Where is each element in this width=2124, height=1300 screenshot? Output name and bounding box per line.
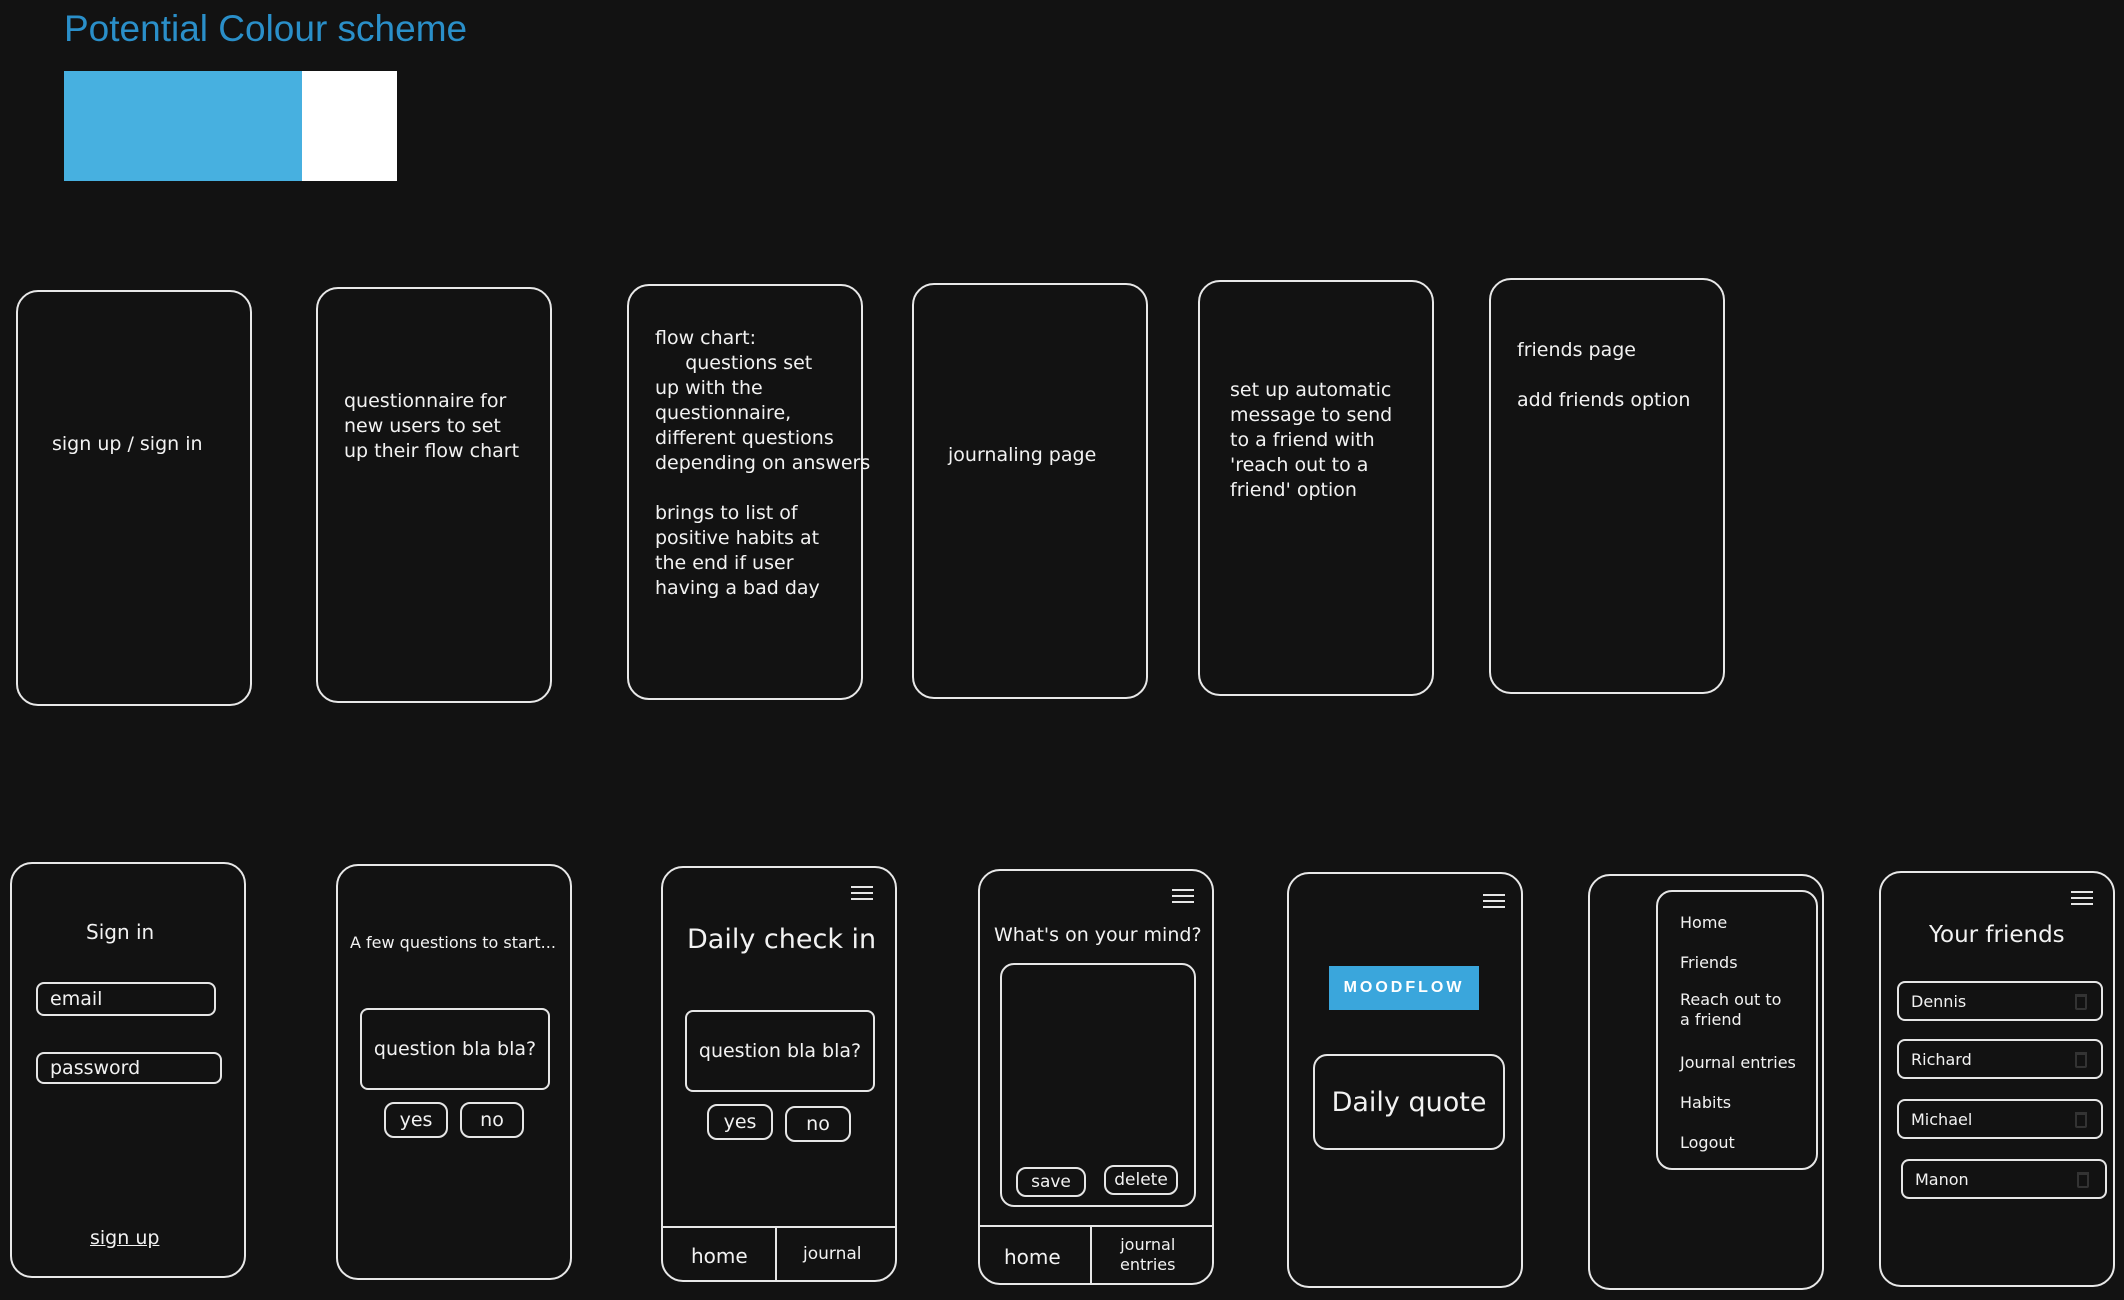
save-button[interactable]: save bbox=[1016, 1167, 1086, 1197]
tabbar-divider bbox=[663, 1226, 895, 1228]
journal-screen: What's on your mind? save delete home jo… bbox=[978, 869, 1214, 1285]
menu-screen: Home Friends Reach out to a friend Journ… bbox=[1588, 874, 1824, 1290]
secondary-color-swatch bbox=[302, 71, 397, 181]
no-button[interactable]: no bbox=[460, 1102, 524, 1138]
email-field[interactable]: email bbox=[36, 982, 216, 1016]
friends-screen: Your friends Dennis Richard Michael Mano… bbox=[1879, 871, 2115, 1287]
menu-item-logout[interactable]: Logout bbox=[1680, 1133, 1735, 1152]
friends-title: Your friends bbox=[1929, 922, 2065, 948]
signin-title: Sign in bbox=[86, 920, 155, 944]
menu-item-reach-out[interactable]: Reach out to a friend bbox=[1680, 990, 1782, 1029]
moodflow-logo: MOODFLOW bbox=[1329, 966, 1479, 1010]
journal-title: What's on your mind? bbox=[994, 924, 1202, 946]
friend-name: Michael bbox=[1911, 1109, 1973, 1129]
note-text: friends page add friends option bbox=[1517, 339, 1691, 411]
no-button[interactable]: no bbox=[785, 1106, 851, 1142]
note-text: questionnaire for new users to set up th… bbox=[344, 390, 520, 462]
tab-journal[interactable]: journal bbox=[803, 1244, 862, 1264]
checkin-title: Daily check in bbox=[687, 924, 877, 955]
menu-icon[interactable] bbox=[1483, 894, 1505, 910]
daily-quote-card: Daily quote bbox=[1313, 1054, 1505, 1150]
flow-note-4: journaling page bbox=[912, 283, 1148, 699]
trash-icon[interactable] bbox=[2077, 1172, 2089, 1188]
delete-button[interactable]: delete bbox=[1104, 1165, 1178, 1195]
flow-note-3: flow chart: questions set up with the qu… bbox=[627, 284, 870, 700]
yes-button[interactable]: yes bbox=[384, 1102, 448, 1138]
tab-divider bbox=[1090, 1225, 1092, 1283]
question-card: question bla bla? bbox=[360, 1008, 550, 1090]
tabbar-divider bbox=[980, 1225, 1212, 1227]
intro-questions-screen: A few questions to start... question bla… bbox=[336, 864, 572, 1280]
friend-row[interactable]: Dennis bbox=[1897, 981, 2103, 1021]
friend-name: Manon bbox=[1915, 1169, 1969, 1189]
question-card: question bla bla? bbox=[685, 1010, 875, 1092]
tab-journal-entries[interactable]: journal entries bbox=[1120, 1235, 1176, 1274]
journal-text-area[interactable] bbox=[1000, 963, 1196, 1207]
password-field[interactable]: password bbox=[36, 1052, 222, 1084]
intro-title: A few questions to start... bbox=[350, 933, 556, 952]
friend-row[interactable]: Michael bbox=[1897, 1099, 2103, 1139]
tab-home[interactable]: home bbox=[691, 1244, 748, 1268]
menu-item-friends[interactable]: Friends bbox=[1680, 953, 1738, 972]
menu-item-habits[interactable]: Habits bbox=[1680, 1093, 1732, 1112]
tab-divider bbox=[775, 1226, 777, 1280]
note-text: set up automatic message to send to a fr… bbox=[1230, 379, 1393, 501]
signup-link[interactable]: sign up bbox=[90, 1227, 160, 1249]
flow-note-6: friends page add friends option bbox=[1489, 278, 1725, 694]
trash-icon[interactable] bbox=[2075, 1052, 2087, 1068]
note-text: sign up / sign in bbox=[52, 433, 203, 455]
friend-name: Dennis bbox=[1911, 991, 1967, 1011]
home-screen: MOODFLOW Daily quote bbox=[1287, 872, 1523, 1288]
friend-row[interactable]: Richard bbox=[1897, 1039, 2103, 1079]
tab-home[interactable]: home bbox=[1004, 1245, 1061, 1269]
nav-menu bbox=[1656, 890, 1818, 1170]
menu-icon[interactable] bbox=[1172, 889, 1194, 905]
menu-icon[interactable] bbox=[2071, 891, 2093, 907]
trash-icon[interactable] bbox=[2075, 994, 2087, 1010]
note-text: journaling page bbox=[948, 444, 1097, 466]
friend-row[interactable]: Manon bbox=[1901, 1159, 2107, 1199]
yes-button[interactable]: yes bbox=[707, 1104, 773, 1140]
menu-icon[interactable] bbox=[851, 886, 873, 902]
menu-item-journal-entries[interactable]: Journal entries bbox=[1680, 1053, 1796, 1072]
trash-icon[interactable] bbox=[2075, 1112, 2087, 1128]
primary-color-swatch bbox=[64, 71, 302, 181]
page-title: Potential Colour scheme bbox=[64, 8, 468, 49]
menu-item-home[interactable]: Home bbox=[1680, 913, 1728, 932]
note-text: flow chart: questions set up with the qu… bbox=[655, 327, 871, 599]
friend-name: Richard bbox=[1911, 1049, 1972, 1069]
signin-screen: Sign in email password sign up bbox=[10, 862, 246, 1278]
flow-note-5: set up automatic message to send to a fr… bbox=[1198, 280, 1434, 696]
flow-note-2: questionnaire for new users to set up th… bbox=[316, 287, 552, 703]
daily-checkin-screen: Daily check in question bla bla? yes no … bbox=[661, 866, 897, 1282]
flow-note-1: sign up / sign in bbox=[16, 290, 252, 706]
